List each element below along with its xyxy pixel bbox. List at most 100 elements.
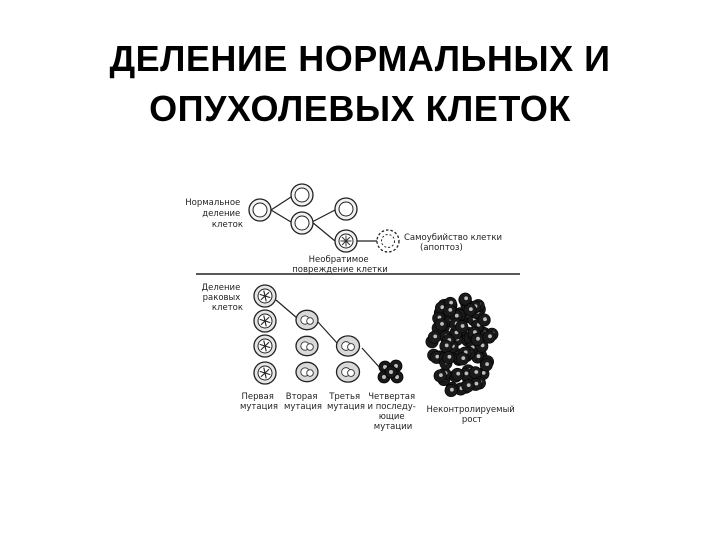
tumor-cell-nucleus bbox=[440, 305, 445, 310]
connector-line bbox=[311, 221, 336, 242]
chromatin-mark bbox=[341, 236, 347, 242]
label-mutation-2: Вторая мутация bbox=[284, 392, 322, 412]
chromatin-mark bbox=[264, 291, 270, 297]
connector-line bbox=[317, 321, 338, 344]
chromatin-mark bbox=[264, 345, 271, 349]
tumor-cell-nucleus bbox=[461, 356, 466, 360]
chromatin-mark bbox=[259, 318, 266, 322]
cell-membrane bbox=[376, 229, 400, 253]
connector-line bbox=[270, 196, 292, 211]
label-apoptosis: Самоубийство клетки (апоптоз) bbox=[404, 233, 505, 253]
normal-cell bbox=[290, 211, 314, 235]
tumor-cell-nucleus bbox=[456, 371, 461, 376]
labels: Нормальное деление клеток Самоубийство к… bbox=[185, 198, 515, 432]
tumor-cell-nucleus bbox=[469, 307, 473, 311]
tumor-cell-nucleus bbox=[480, 343, 485, 348]
tumor-cell-nucleus bbox=[476, 336, 480, 341]
cell-nucleus bbox=[381, 234, 395, 248]
chromatin-mark bbox=[259, 343, 266, 347]
chromatin-mark bbox=[263, 315, 266, 322]
chromatin-mark bbox=[264, 372, 271, 376]
chromatin-mark bbox=[264, 295, 267, 302]
normal-cell bbox=[290, 183, 314, 207]
tumor-cell-nucleus bbox=[447, 354, 452, 359]
tumor-cell-nucleus bbox=[450, 387, 454, 392]
connectors bbox=[270, 196, 381, 369]
tumor-cell-nucleus bbox=[454, 313, 459, 318]
chromatin-mark bbox=[264, 320, 271, 324]
label-cancer-division: Деление раковых клеток bbox=[201, 283, 243, 313]
connector-line bbox=[311, 209, 336, 223]
cluster-nucleus bbox=[382, 375, 386, 379]
tumor-cell-nucleus bbox=[449, 300, 453, 305]
tumor-cell-nucleus bbox=[460, 324, 465, 328]
tumor-cell-nucleus bbox=[439, 373, 443, 377]
cell-nucleus bbox=[294, 215, 310, 231]
connector-line bbox=[361, 347, 381, 369]
cell-nucleus bbox=[347, 369, 355, 377]
tumor-cell-nucleus bbox=[488, 334, 492, 339]
chromatin-mark bbox=[260, 345, 266, 351]
cell-nucleus bbox=[306, 369, 314, 377]
cluster-nucleus bbox=[389, 370, 393, 374]
tumor-cell-nucleus bbox=[481, 371, 486, 375]
title-line-2: ОПУХОЛЕВЫХ КЛЕТОК bbox=[149, 88, 571, 129]
tumor-cell-nucleus bbox=[448, 308, 453, 312]
cell-nucleus bbox=[347, 343, 355, 351]
cell-nucleus bbox=[306, 317, 314, 325]
cluster-nucleus bbox=[383, 365, 387, 369]
chromatin-mark bbox=[260, 372, 266, 378]
tumor-cell-nucleus bbox=[476, 354, 481, 359]
tumor-cell-nucleus bbox=[466, 383, 471, 387]
chromatin-mark bbox=[263, 340, 266, 347]
cell-nucleus bbox=[294, 187, 310, 203]
damaged-cell bbox=[334, 229, 358, 253]
cancer-cell bbox=[253, 334, 277, 358]
irregular-cancer-cell bbox=[295, 335, 319, 357]
cluster-nucleus bbox=[395, 375, 399, 379]
irregular-cancer-cell bbox=[335, 361, 361, 383]
chromatin-mark bbox=[259, 370, 266, 374]
normal-cell bbox=[334, 197, 358, 221]
cluster-nucleus bbox=[394, 364, 398, 368]
chromatin-mark bbox=[264, 368, 270, 374]
cell-nucleus bbox=[306, 343, 314, 351]
label-mutation-4: Четвертая и последу- ющие мутации bbox=[368, 392, 419, 432]
tumor-cell-nucleus bbox=[464, 371, 469, 376]
chromatin-mark bbox=[264, 341, 270, 347]
tumor-cell-nucleus bbox=[474, 381, 479, 386]
chromatin-mark bbox=[263, 290, 266, 297]
slide-title: ДЕЛЕНИЕ НОРМАЛЬНЫХ И ОПУХОЛЕВЫХ КЛЕТОК bbox=[60, 34, 660, 134]
tumor-cell-nucleus bbox=[485, 362, 489, 366]
label-mutation-1: Первая мутация bbox=[240, 392, 278, 412]
label-damage: Необратимое повреждение клетки bbox=[292, 255, 388, 275]
tumor-cell-nucleus bbox=[444, 343, 449, 348]
irregular-cancer-cell bbox=[295, 361, 319, 383]
chromatin-mark bbox=[264, 372, 267, 379]
chromatin-mark bbox=[263, 367, 266, 374]
tumor-cell-nucleus bbox=[483, 317, 487, 322]
cancer-cell bbox=[253, 284, 277, 308]
chromatin-mark bbox=[264, 316, 270, 322]
tumor-mass bbox=[425, 292, 499, 397]
chromatin-mark bbox=[264, 345, 267, 352]
tumor-cell-nucleus bbox=[464, 296, 468, 301]
chromatin-mark bbox=[264, 295, 271, 299]
chromatin-mark bbox=[264, 320, 267, 327]
chromatin-mark bbox=[260, 295, 266, 301]
chromatin-mark bbox=[260, 320, 266, 326]
label-mutation-3: Третья мутация bbox=[327, 392, 365, 412]
tumor-cell-nucleus bbox=[433, 334, 438, 339]
irregular-cancer-cell bbox=[295, 309, 319, 331]
tumor-cell-nucleus bbox=[474, 370, 479, 374]
connector-line bbox=[275, 299, 298, 319]
apoptotic-cell bbox=[376, 229, 400, 253]
irregular-cancer-cell bbox=[335, 335, 361, 357]
tumor-cell-nucleus bbox=[440, 322, 444, 326]
chromatin-mark bbox=[345, 240, 351, 246]
cancer-cell bbox=[253, 309, 277, 333]
title-line-1: ДЕЛЕНИЕ НОРМАЛЬНЫХ И bbox=[109, 38, 611, 79]
tumor-cell-nucleus bbox=[435, 354, 440, 359]
chromatin-mark bbox=[259, 293, 266, 297]
